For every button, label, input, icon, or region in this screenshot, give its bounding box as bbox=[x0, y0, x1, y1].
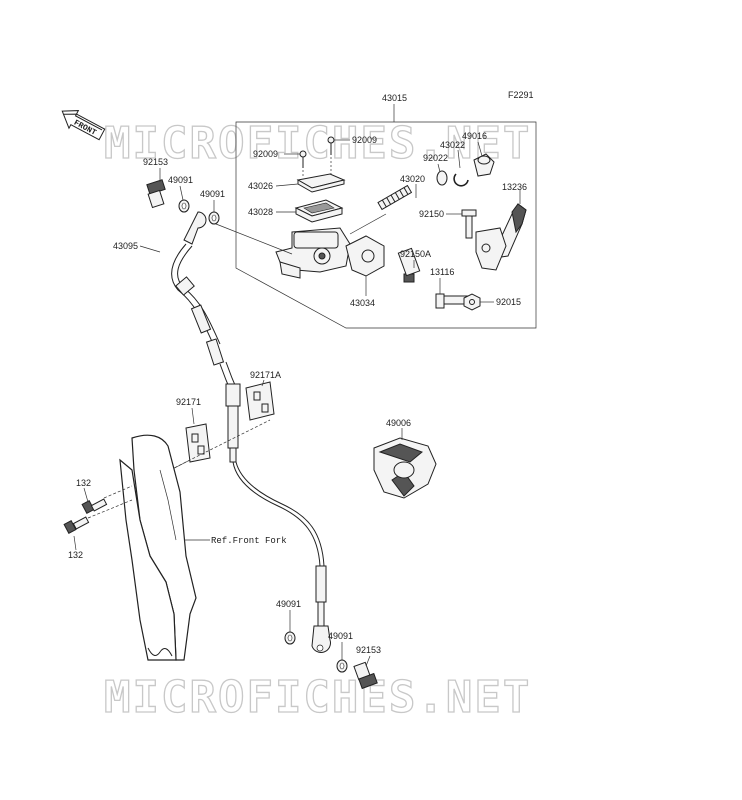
label-49016: 49016 bbox=[462, 131, 487, 141]
clamp-43034 bbox=[345, 235, 385, 296]
label-92153-top: 92153 bbox=[143, 157, 168, 167]
bolt-92150a bbox=[397, 247, 421, 283]
master-cylinder-body bbox=[275, 227, 351, 279]
label-92015: 92015 bbox=[496, 297, 521, 307]
label-43026: 43026 bbox=[248, 181, 273, 191]
reservoir-cap-43026 bbox=[296, 173, 346, 193]
piston-spring-43020 bbox=[377, 184, 413, 211]
boot-49016 bbox=[473, 153, 495, 177]
banjo-bolt-92153-bottom bbox=[353, 661, 378, 690]
label-132-lower: 132 bbox=[68, 550, 83, 560]
screw-92009-top bbox=[327, 136, 335, 155]
bracket-92171a bbox=[245, 381, 275, 421]
snap-ring-43022 bbox=[453, 173, 469, 187]
label-132-upper: 132 bbox=[76, 478, 91, 488]
front-direction-badge: FRONT bbox=[61, 110, 106, 141]
label-13116: 13116 bbox=[430, 267, 454, 277]
label-92153-bottom: 92153 bbox=[356, 645, 381, 655]
label-49091-bottom-a: 49091 bbox=[276, 599, 301, 609]
washer-92022 bbox=[436, 170, 448, 186]
label-43020: 43020 bbox=[400, 174, 425, 184]
label-92150a: 92150A bbox=[400, 249, 431, 259]
bolt-92150 bbox=[461, 209, 477, 239]
watermark-top: MICROFICHES.NET bbox=[104, 118, 531, 169]
bolt-132-upper bbox=[81, 498, 108, 514]
label-43028: 43028 bbox=[248, 207, 273, 217]
label-13236: 13236 bbox=[502, 182, 527, 192]
label-49006: 49006 bbox=[386, 418, 411, 428]
figure-code: F2291 bbox=[508, 90, 534, 100]
diaphragm-43028 bbox=[294, 199, 344, 223]
label-43095: 43095 bbox=[113, 241, 138, 251]
label-43015: 43015 bbox=[382, 93, 407, 103]
label-92171a: 92171A bbox=[250, 370, 281, 380]
front-fork-reference bbox=[119, 434, 197, 661]
label-ref-front-fork: Ref.Front Fork bbox=[211, 536, 287, 546]
watermark-bottom: MICROFICHES.NET bbox=[104, 672, 531, 723]
bolt-132-lower bbox=[63, 516, 90, 534]
label-92009-left: 92009 bbox=[253, 149, 278, 159]
brake-lever-13236 bbox=[475, 203, 527, 271]
banjo-bolt-92153-top bbox=[146, 179, 166, 209]
label-49091-top-a: 49091 bbox=[168, 175, 193, 185]
guard-49006 bbox=[373, 437, 437, 499]
bracket-92171 bbox=[185, 423, 211, 463]
label-92171: 92171 bbox=[176, 397, 201, 407]
nut-92015 bbox=[463, 293, 481, 311]
brake-hose-43095 bbox=[171, 211, 331, 653]
label-92009-top: 92009 bbox=[352, 135, 377, 145]
label-92150: 92150 bbox=[419, 209, 444, 219]
label-49091-top-b: 49091 bbox=[200, 189, 225, 199]
label-92022: 92022 bbox=[423, 153, 448, 163]
label-43022: 43022 bbox=[440, 140, 465, 150]
label-43034: 43034 bbox=[350, 298, 375, 308]
label-49091-bottom-b: 49091 bbox=[328, 631, 353, 641]
assembly-outline bbox=[235, 104, 537, 329]
